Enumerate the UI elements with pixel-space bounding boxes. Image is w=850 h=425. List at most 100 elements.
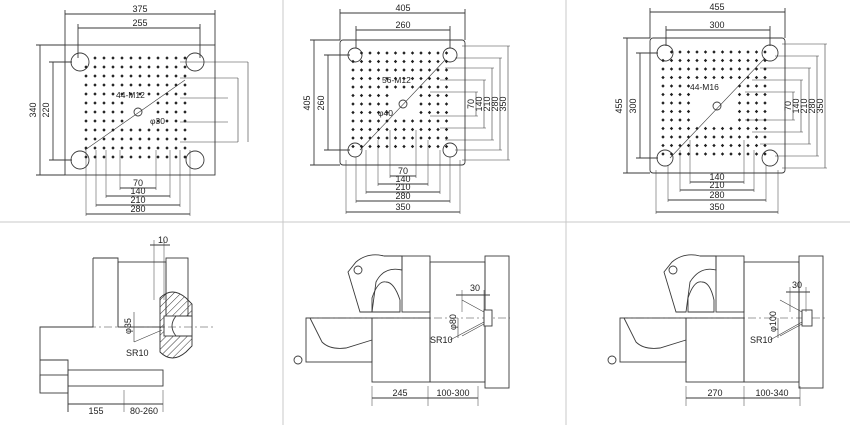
screw-hole [393,144,398,149]
screw-hole [763,75,767,80]
screw-hole [720,135,725,139]
dim-top-width: 455 [709,2,724,12]
screw-hole [712,50,716,54]
screw-hole [410,51,415,55]
screw-hole [661,118,665,122]
screw-hole [669,84,674,88]
screw-hole [120,110,124,114]
screw-hole [120,128,124,132]
screw-hole [754,58,759,63]
dim-right: 70 [466,99,476,109]
dim-left-inner: 300 [628,98,638,113]
screw-hole [427,127,432,132]
screw-hole [147,155,151,159]
screw-hole [712,135,716,139]
screw-hole [410,119,415,123]
screw-hole [427,76,432,81]
screw-hole [351,68,355,72]
dim-b: 100-300 [436,388,469,398]
tie-bar-hole [185,150,205,170]
screw-hole [102,101,106,105]
sphere-radius: SR10 [430,335,453,345]
screw-hole [368,110,372,115]
screw-hole [147,146,151,150]
screw-hole [129,155,133,159]
screw-hole [102,56,106,60]
screw-hole [138,155,142,159]
platen-drawing-1 [36,10,249,216]
dim-right: 70 [783,101,793,111]
screw-hole [703,67,708,71]
screw-hole [359,76,364,81]
screw-hole [156,119,160,123]
dim-right: 140 [791,98,801,113]
screw-hole [419,93,423,98]
screw-hole [376,51,381,55]
screw-hole [402,144,406,149]
screw-hole [729,126,733,131]
screw-hole [427,93,432,98]
screw-hole [678,92,682,97]
screw-hole [84,146,88,150]
screw-hole [746,58,750,63]
screw-hole [703,135,708,139]
screw-hole [678,67,682,71]
screw-hole [427,59,432,64]
screw-hole [156,74,160,78]
screw-hole [359,85,364,89]
screw-hole [359,127,364,132]
nozzle-3-labels: 30 φ100 SR10 270 100-340 [707,280,802,398]
screw-hole [368,144,372,149]
screw-hole [138,65,142,69]
screw-hole [138,128,142,132]
screw-hole [746,126,750,131]
screw-hole [111,128,115,132]
screw-hole [661,67,665,71]
screw-hole [385,68,389,72]
screw-hole [393,76,398,81]
screw-hole [427,119,432,123]
screw-hole [410,127,415,132]
screw-hole [376,144,381,149]
screw-hole [385,144,389,149]
screw-hole [703,152,708,156]
screw-hole [712,75,716,80]
screw-hole [686,118,691,122]
screw-hole [165,119,169,123]
dim-right: 210 [482,96,492,111]
screw-hole [427,51,432,55]
screw-hole [368,76,372,81]
screw-hole [436,119,440,123]
dim-bottom: 210 [130,195,145,205]
dim-top: 30 [470,283,480,293]
sphere-radius: SR10 [750,335,773,345]
screw-hole [686,58,691,63]
screw-hole [678,143,682,148]
screw-hole [436,136,440,140]
tie-bar-hole [70,150,90,170]
screw-hole [111,83,115,87]
screw-hole [385,127,389,132]
screw-hole [661,109,665,114]
screw-hole [120,146,124,150]
screw-hole [763,118,767,122]
screw-hole [419,127,423,132]
screw-hole [165,155,169,159]
screw-hole [746,92,750,97]
screw-hole [385,76,389,81]
dim-top-width: 375 [132,4,147,14]
screw-hole [686,84,691,88]
screw-hole [385,59,389,64]
dim-bottom: 210 [709,180,724,190]
screw-hole [93,92,97,96]
screw-hole [686,92,691,97]
screw-hole [359,110,364,115]
screw-hole [165,146,169,150]
screw-hole [427,68,432,72]
screw-hole [84,110,88,114]
screw-hole [720,58,725,63]
screw-hole [661,92,665,97]
screw-hole [410,59,415,64]
screw-hole [661,58,665,63]
screw-hole [678,118,682,122]
